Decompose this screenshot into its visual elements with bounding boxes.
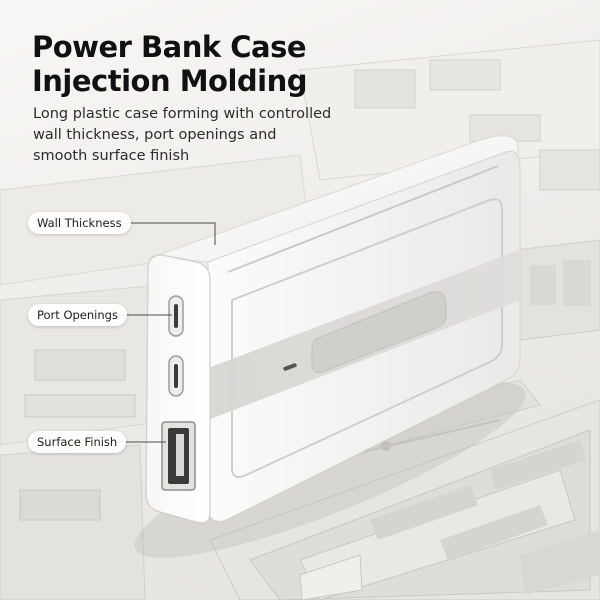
description-line-3: smooth surface finish (33, 148, 190, 164)
title-line-1: Power Bank Case (32, 30, 307, 64)
description-line-1: Long plastic case forming with controlle… (33, 106, 332, 122)
description: Long plastic case forming with controlle… (33, 104, 333, 167)
callout-port-openings: Port Openings (28, 304, 127, 326)
title-line-2: Injection Molding (32, 64, 308, 98)
callout-wall-thickness: Wall Thickness (28, 212, 131, 234)
power-bank-case (145, 135, 521, 524)
page-title: Power Bank Case Injection Molding (32, 30, 332, 98)
description-line-2: wall thickness, port openings and (33, 127, 277, 143)
callout-surface-finish: Surface Finish (28, 431, 127, 453)
